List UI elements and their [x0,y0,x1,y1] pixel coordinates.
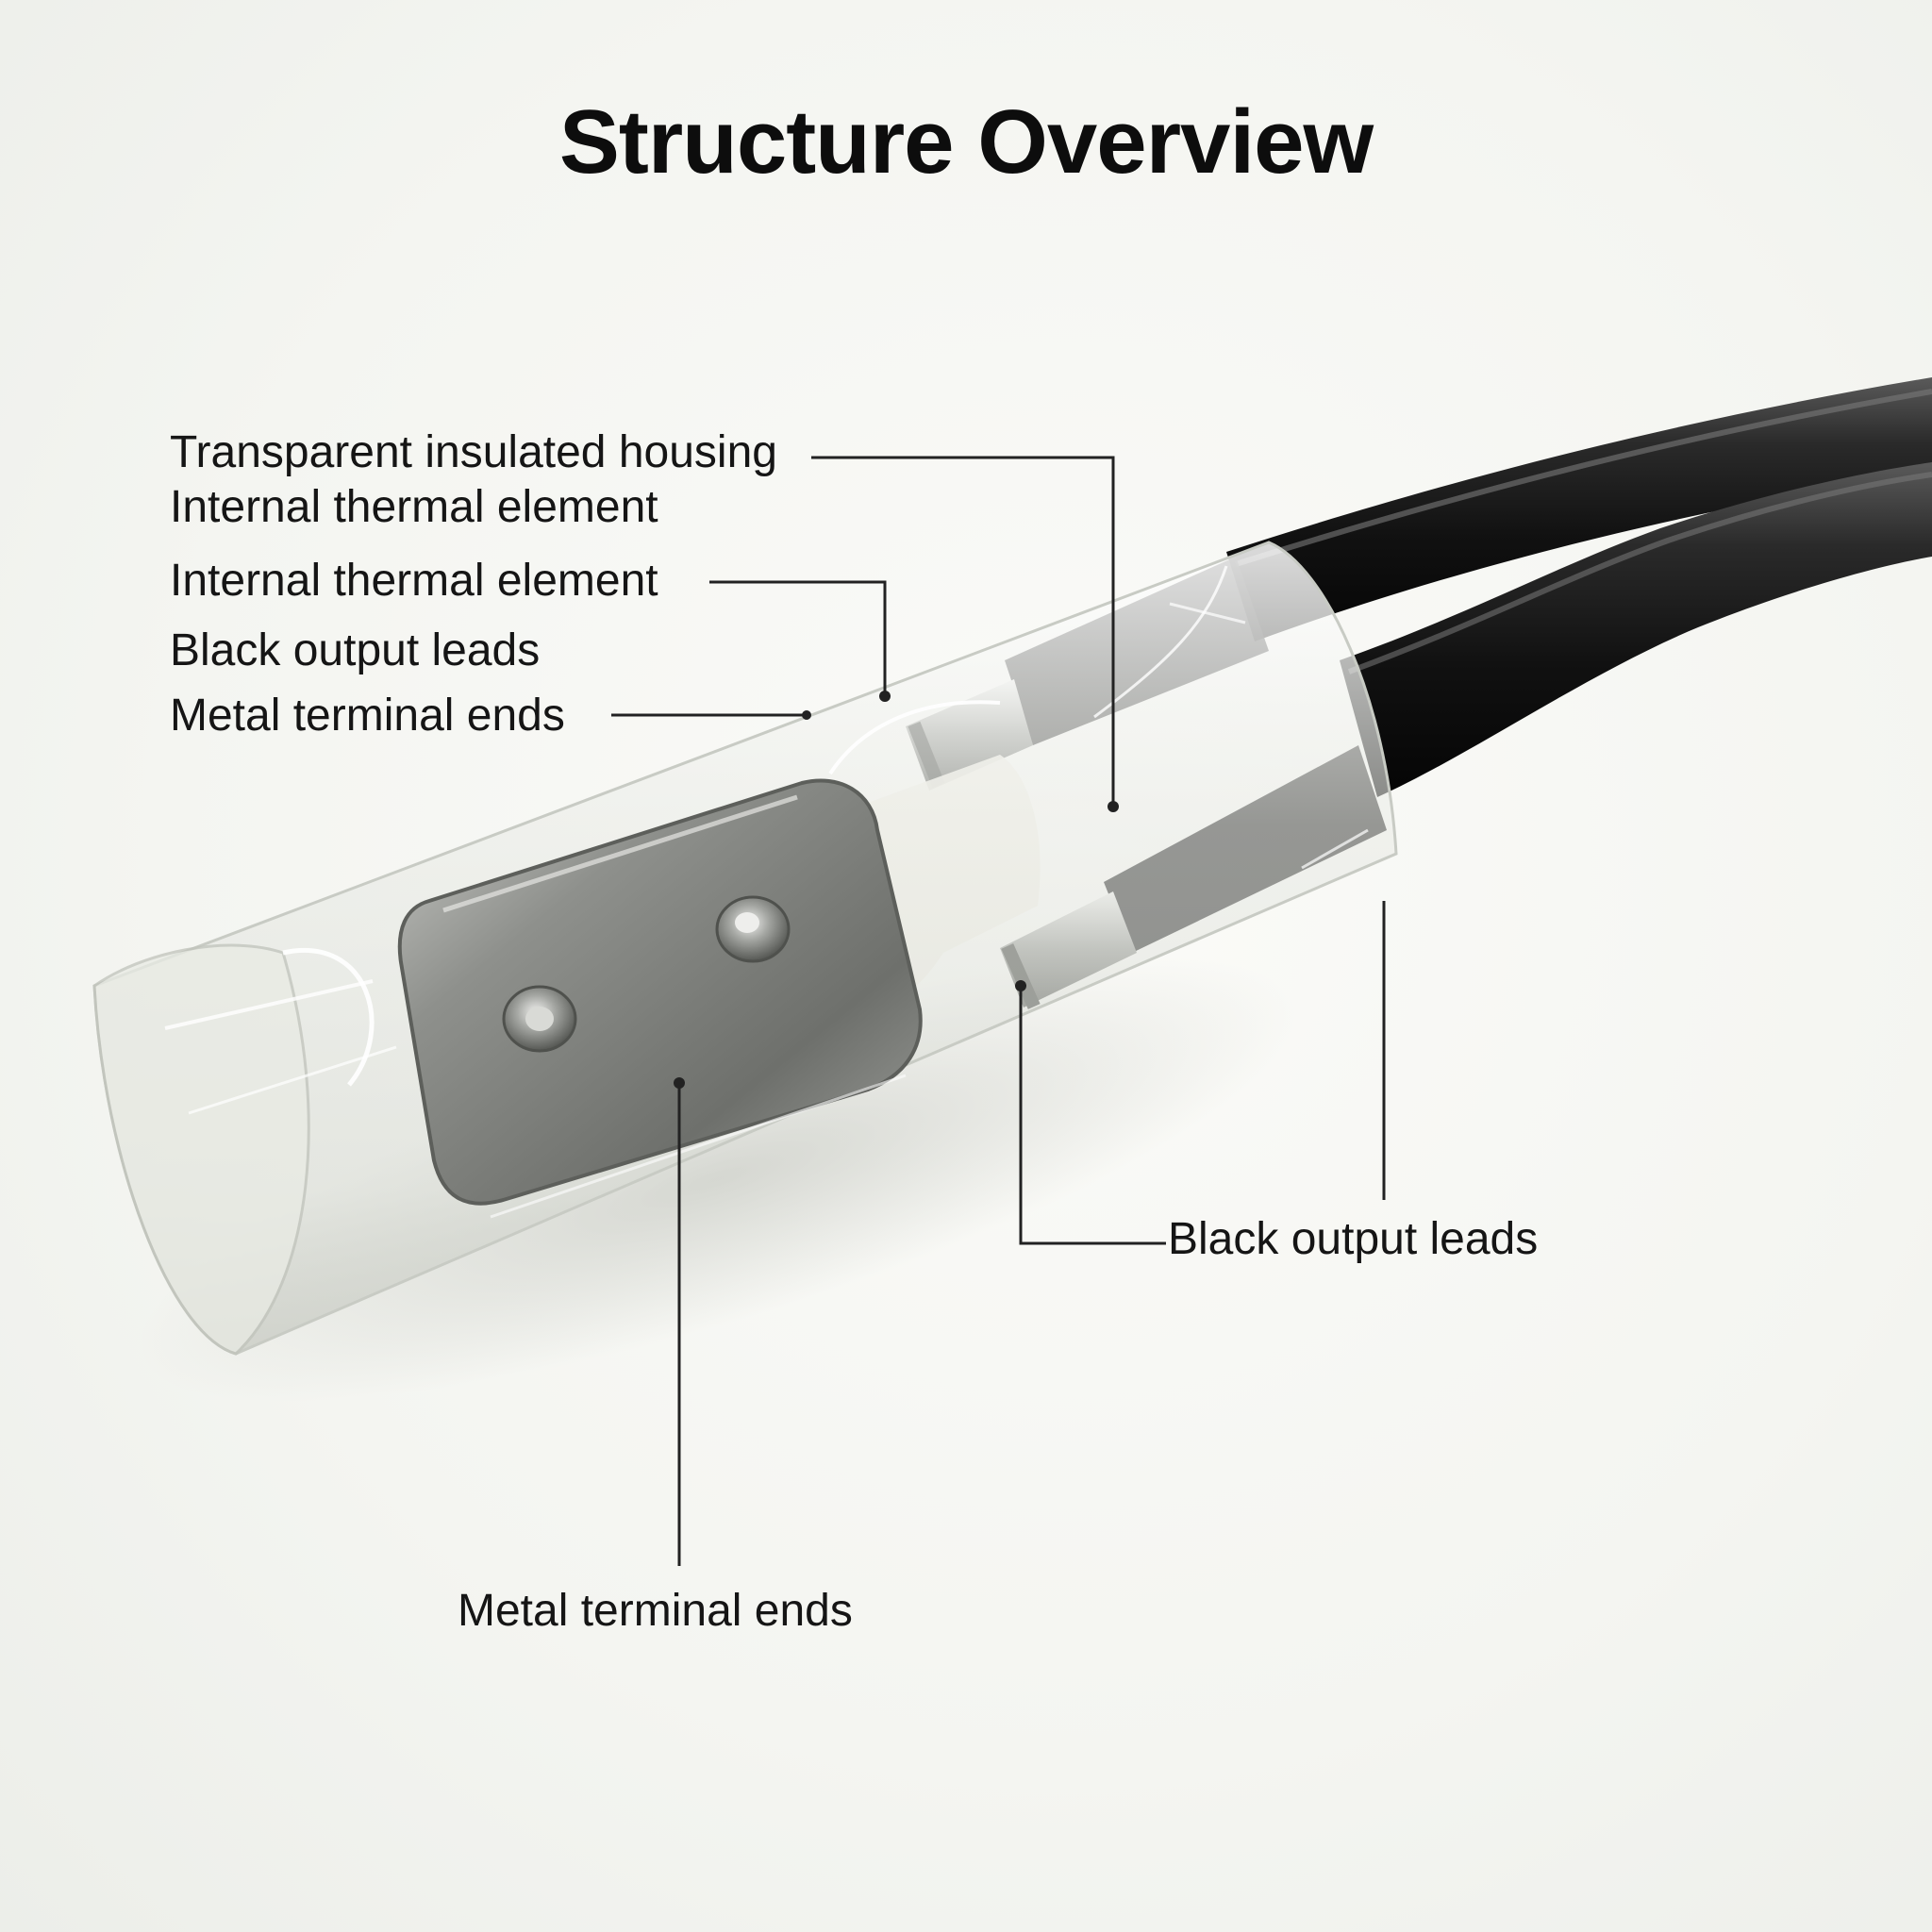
label-black-output-leads-right: Black output leads [1168,1214,1539,1264]
black-lead-upper [1226,377,1932,641]
label-black-output-leads-left: Black output leads [170,625,541,675]
diagram-title: Structure Overview [558,92,1374,192]
leader-thermal-element [709,580,887,696]
leader-housing [811,456,1115,807]
label-metal-terminal-ends-bottom: Metal terminal ends [458,1586,853,1636]
label-internal-thermal-element-a: Internal thermal element [170,482,658,532]
label-internal-thermal-element-b: Internal thermal element [170,556,658,606]
leader-leads-right [1019,986,1166,1245]
component-shadow [138,957,1296,1402]
black-lead-lower [1340,462,1932,797]
label-metal-terminal-ends-left: Metal terminal ends [170,691,565,741]
label-transparent-housing: Transparent insulated housing [170,427,777,477]
housing-end-cap [92,943,310,1356]
